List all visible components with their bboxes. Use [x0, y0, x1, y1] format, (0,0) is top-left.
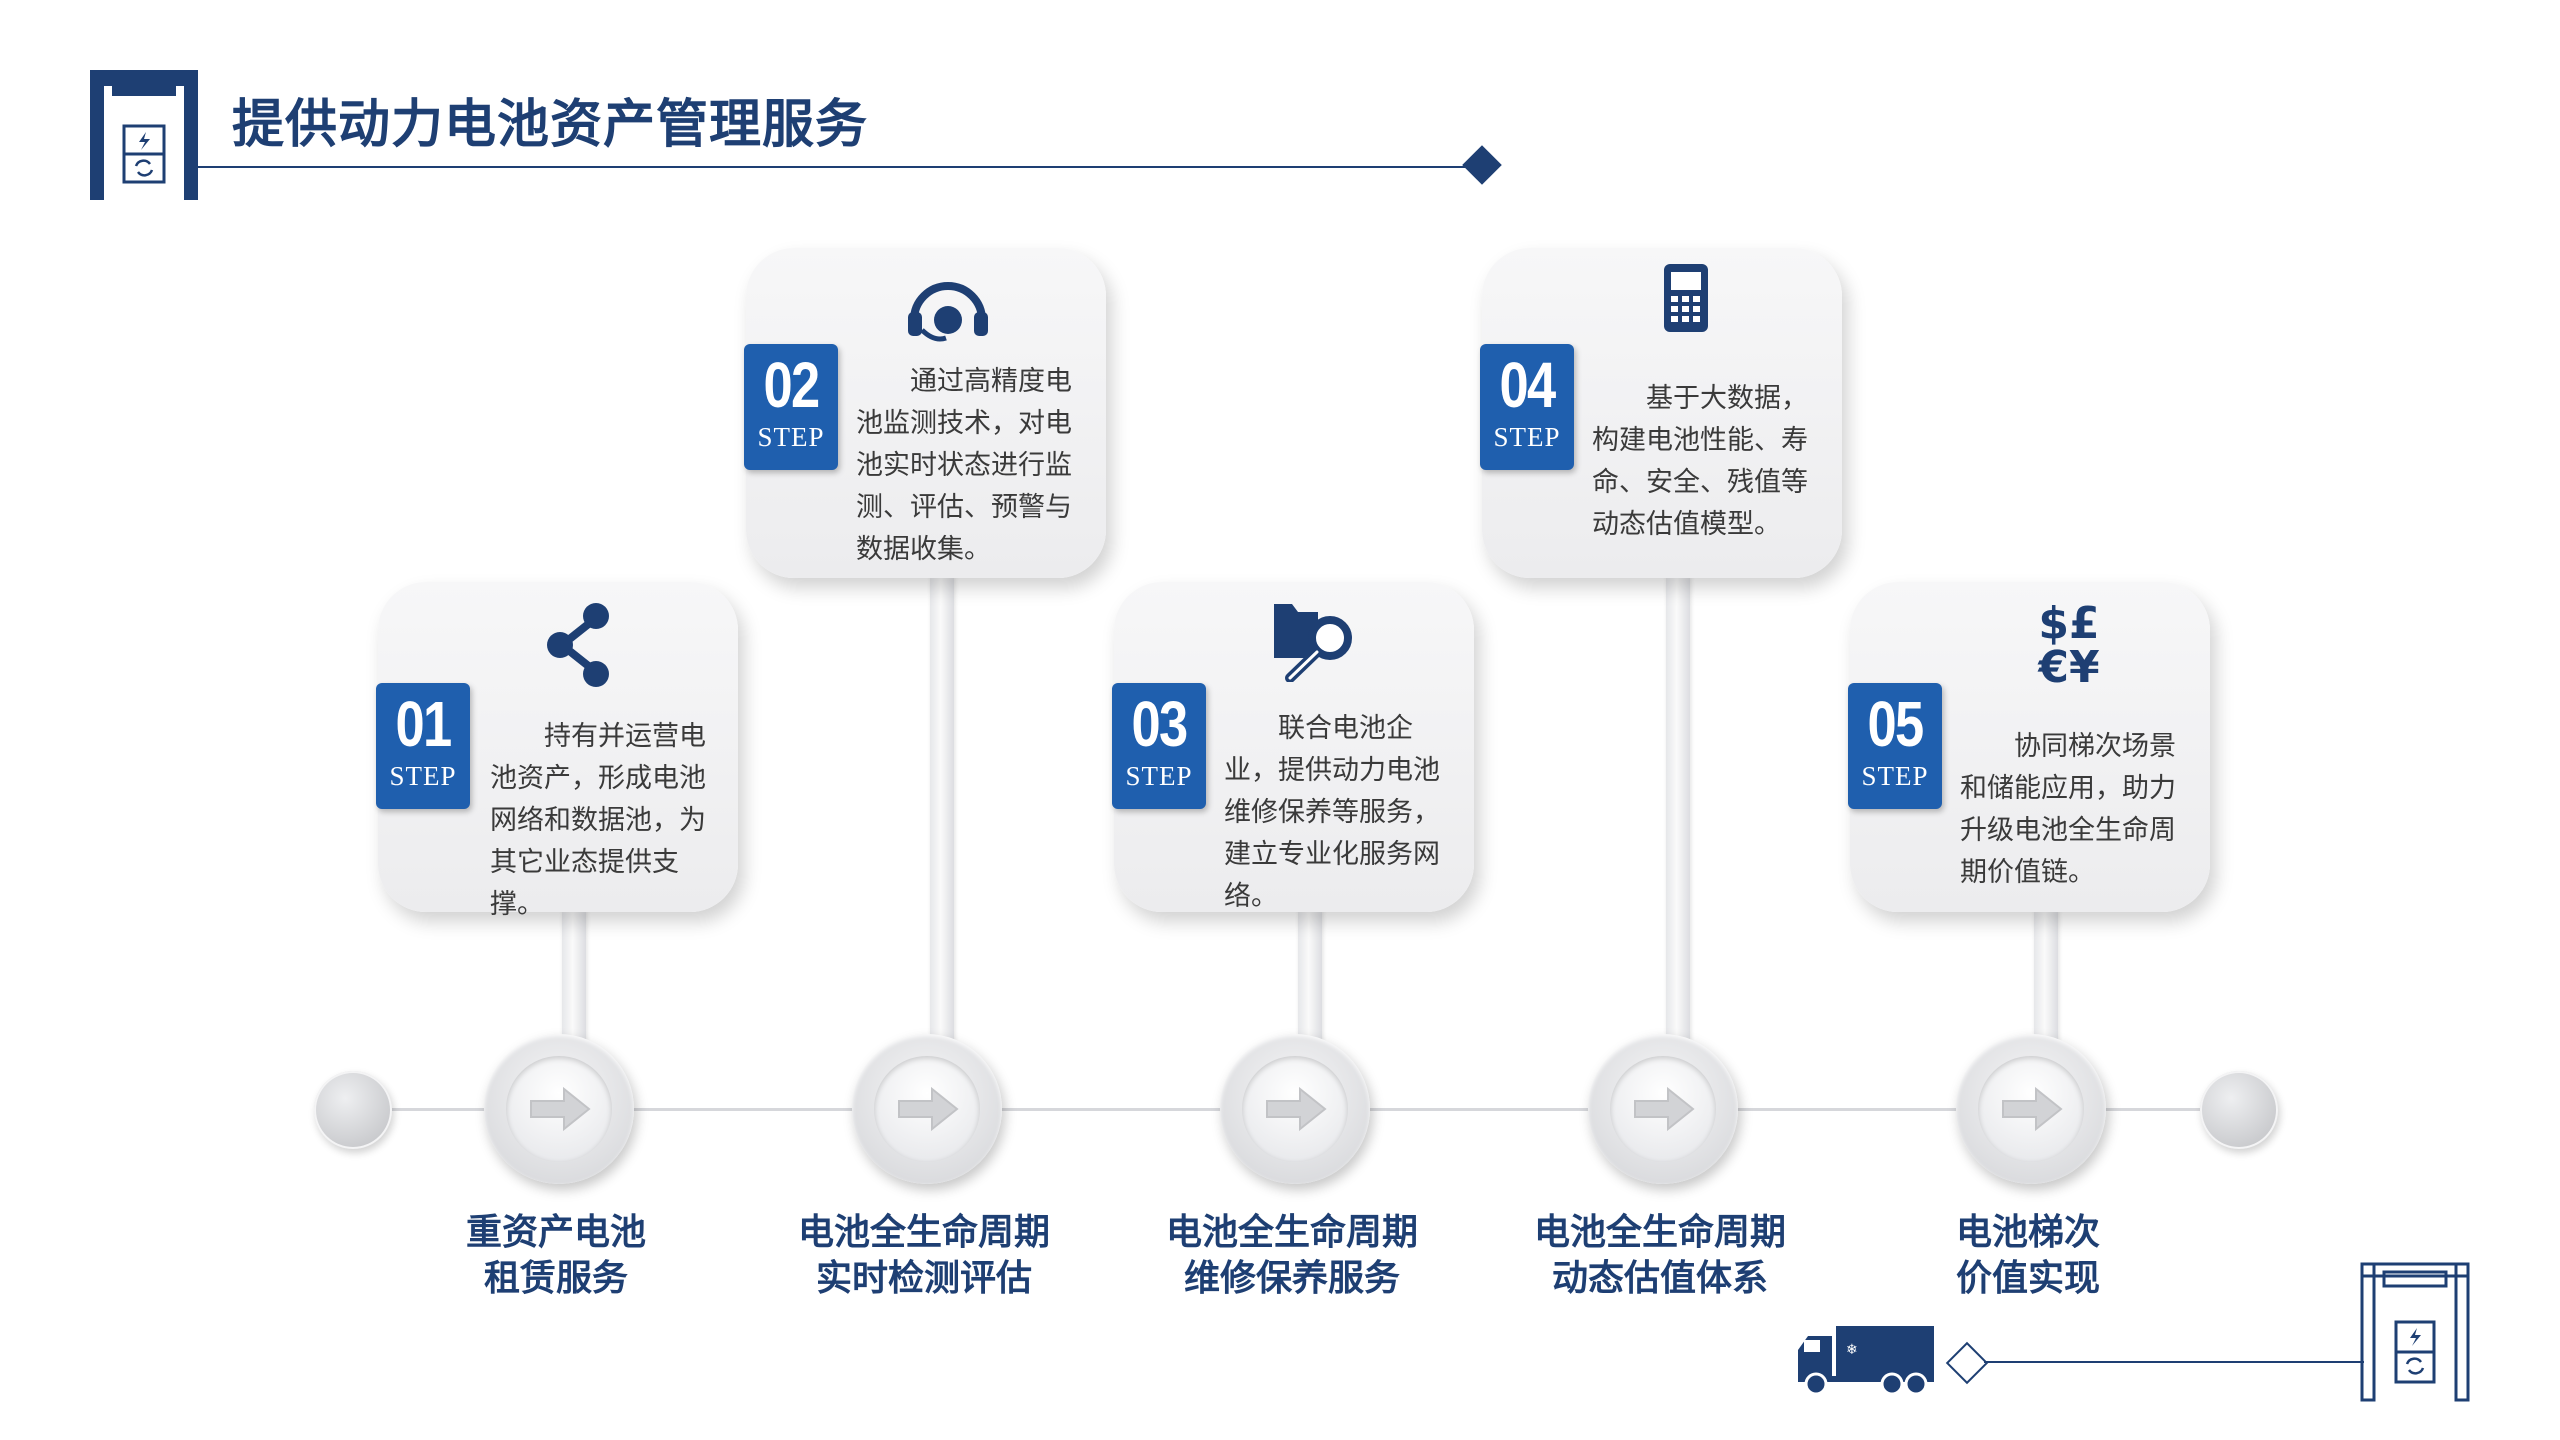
timeline-start-dot: [314, 1071, 392, 1149]
step-title-line1: 电池梯次: [1955, 1212, 2100, 1253]
step-title-line1: 电池全生命周期: [797, 1212, 1050, 1253]
step-title-line2: 动态估值体系: [1551, 1258, 1768, 1299]
page-title: 提供动力电池资产管理服务: [232, 95, 869, 155]
connector-stem: [1666, 570, 1690, 1070]
step-caption: STEP: [1125, 761, 1193, 791]
arrow-right-icon: [2002, 1086, 2063, 1132]
step-badge-1: 01 STEP: [376, 683, 470, 809]
arrow-right-icon: [1634, 1086, 1695, 1132]
truck-icon: ❄: [1798, 1326, 1934, 1396]
step-description: 通过高精度电池监测技术，对电池实时状态进行监测、评估、预警与数据收集。: [856, 366, 1072, 565]
step-caption: STEP: [1493, 422, 1561, 452]
step-badge-4: 04 STEP: [1480, 344, 1574, 470]
step-badge-3: 03 STEP: [1112, 683, 1206, 809]
footer-rule: [1984, 1361, 2364, 1363]
step-number: 02: [763, 349, 820, 421]
arrow-right-icon: [1266, 1086, 1327, 1132]
timeline-node-1[interactable]: [484, 1034, 634, 1184]
step-title-line2: 价值实现: [1955, 1258, 2100, 1299]
step-title-5: 电池梯次 价值实现: [1878, 1210, 2178, 1302]
arrow-right-icon: [530, 1086, 591, 1132]
battery-swap-station-icon: [90, 70, 198, 200]
step-title-1: 重资产电池 租赁服务: [406, 1210, 706, 1302]
step-description: 联合电池企业，提供动力电池维修保养等服务，建立专业化服务网络。: [1224, 713, 1440, 912]
arrow-right-icon: [898, 1086, 959, 1132]
step-description: 协同梯次场景和储能应用，助力升级电池全生命周期价值链。: [1960, 731, 2176, 888]
step-title-line1: 电池全生命周期: [1533, 1212, 1786, 1253]
step-title-2: 电池全生命周期 实时检测评估: [774, 1210, 1074, 1302]
mobile-phone-icon: [1664, 264, 1708, 332]
step-title-line2: 维修保养服务: [1183, 1258, 1400, 1299]
step-title-line2: 租赁服务: [483, 1258, 628, 1299]
step-title-3: 电池全生命周期 维修保养服务: [1142, 1210, 1442, 1302]
share-icon: [547, 603, 609, 687]
connector-stem: [930, 570, 954, 1070]
step-caption: STEP: [389, 761, 457, 791]
svg-text:❄: ❄: [1846, 1342, 1858, 1358]
step-number: 05: [1867, 688, 1924, 760]
headset-icon: [908, 282, 988, 342]
step-caption: STEP: [757, 422, 825, 452]
battery-swap-station-icon: [2360, 1262, 2470, 1402]
step-badge-2: 02 STEP: [744, 344, 838, 470]
step-badge-5: 05 STEP: [1848, 683, 1942, 809]
timeline-node-5[interactable]: [1956, 1034, 2106, 1184]
timeline-node-3[interactable]: [1220, 1034, 1370, 1184]
step-title-line1: 电池全生命周期: [1165, 1212, 1418, 1253]
step-number: 01: [395, 688, 452, 760]
footer-diamond: [1945, 1341, 1989, 1385]
step-title-line2: 实时检测评估: [815, 1258, 1032, 1299]
folder-search-icon: [1274, 604, 1352, 682]
step-title-line1: 重资产电池: [465, 1212, 646, 1253]
header-logo: [90, 70, 198, 200]
step-description: 基于大数据，构建电池性能、寿命、安全、残值等动态估值模型。: [1592, 383, 1808, 540]
step-number: 04: [1499, 349, 1556, 421]
title-underline: [198, 166, 1488, 168]
title-diamond: [1462, 145, 1502, 185]
timeline-node-2[interactable]: [852, 1034, 1002, 1184]
timeline-node-4[interactable]: [1588, 1034, 1738, 1184]
timeline-end-dot: [2200, 1071, 2278, 1149]
currency-icon: $£€¥: [2038, 598, 2100, 693]
step-title-4: 电池全生命周期 动态估值体系: [1510, 1210, 1810, 1302]
step-caption: STEP: [1861, 761, 1929, 791]
step-number: 03: [1131, 688, 1188, 760]
step-description: 持有并运营电池资产，形成电池网络和数据池，为其它业态提供支撑。: [490, 721, 706, 920]
